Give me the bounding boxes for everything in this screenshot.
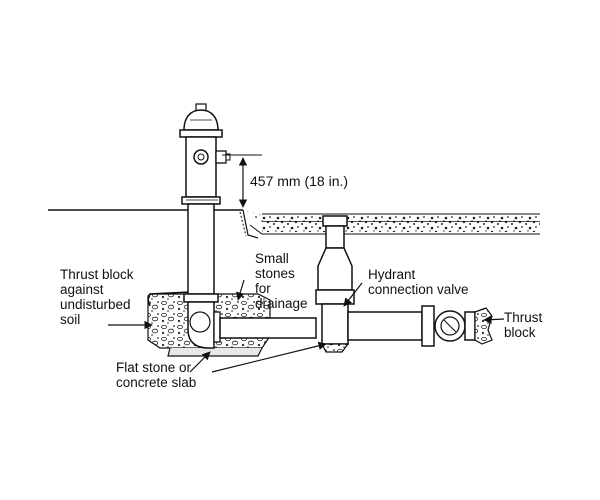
small-stones-label: Small stones for drainage [255, 251, 308, 311]
thrust-block-right-label: Thrust block [504, 310, 543, 340]
height-dimension-label: 457 mm (18 in.) [250, 173, 349, 189]
hydrant-valve-label: Hydrant connection valve [368, 267, 469, 297]
thrust-block-right [474, 307, 493, 345]
ground-surface [48, 209, 540, 239]
water-main [347, 305, 476, 347]
fire-hydrant [179, 103, 231, 349]
leader-lines [108, 279, 505, 373]
thrust-block-soil-label: Thrust block against undisturbed soil [60, 267, 134, 327]
flat-stone-label: Flat stone or concrete slab [116, 360, 197, 390]
height-dimension-marker [222, 154, 262, 208]
branch-pipe [219, 317, 317, 339]
hydrant-connection-valve [315, 215, 355, 353]
